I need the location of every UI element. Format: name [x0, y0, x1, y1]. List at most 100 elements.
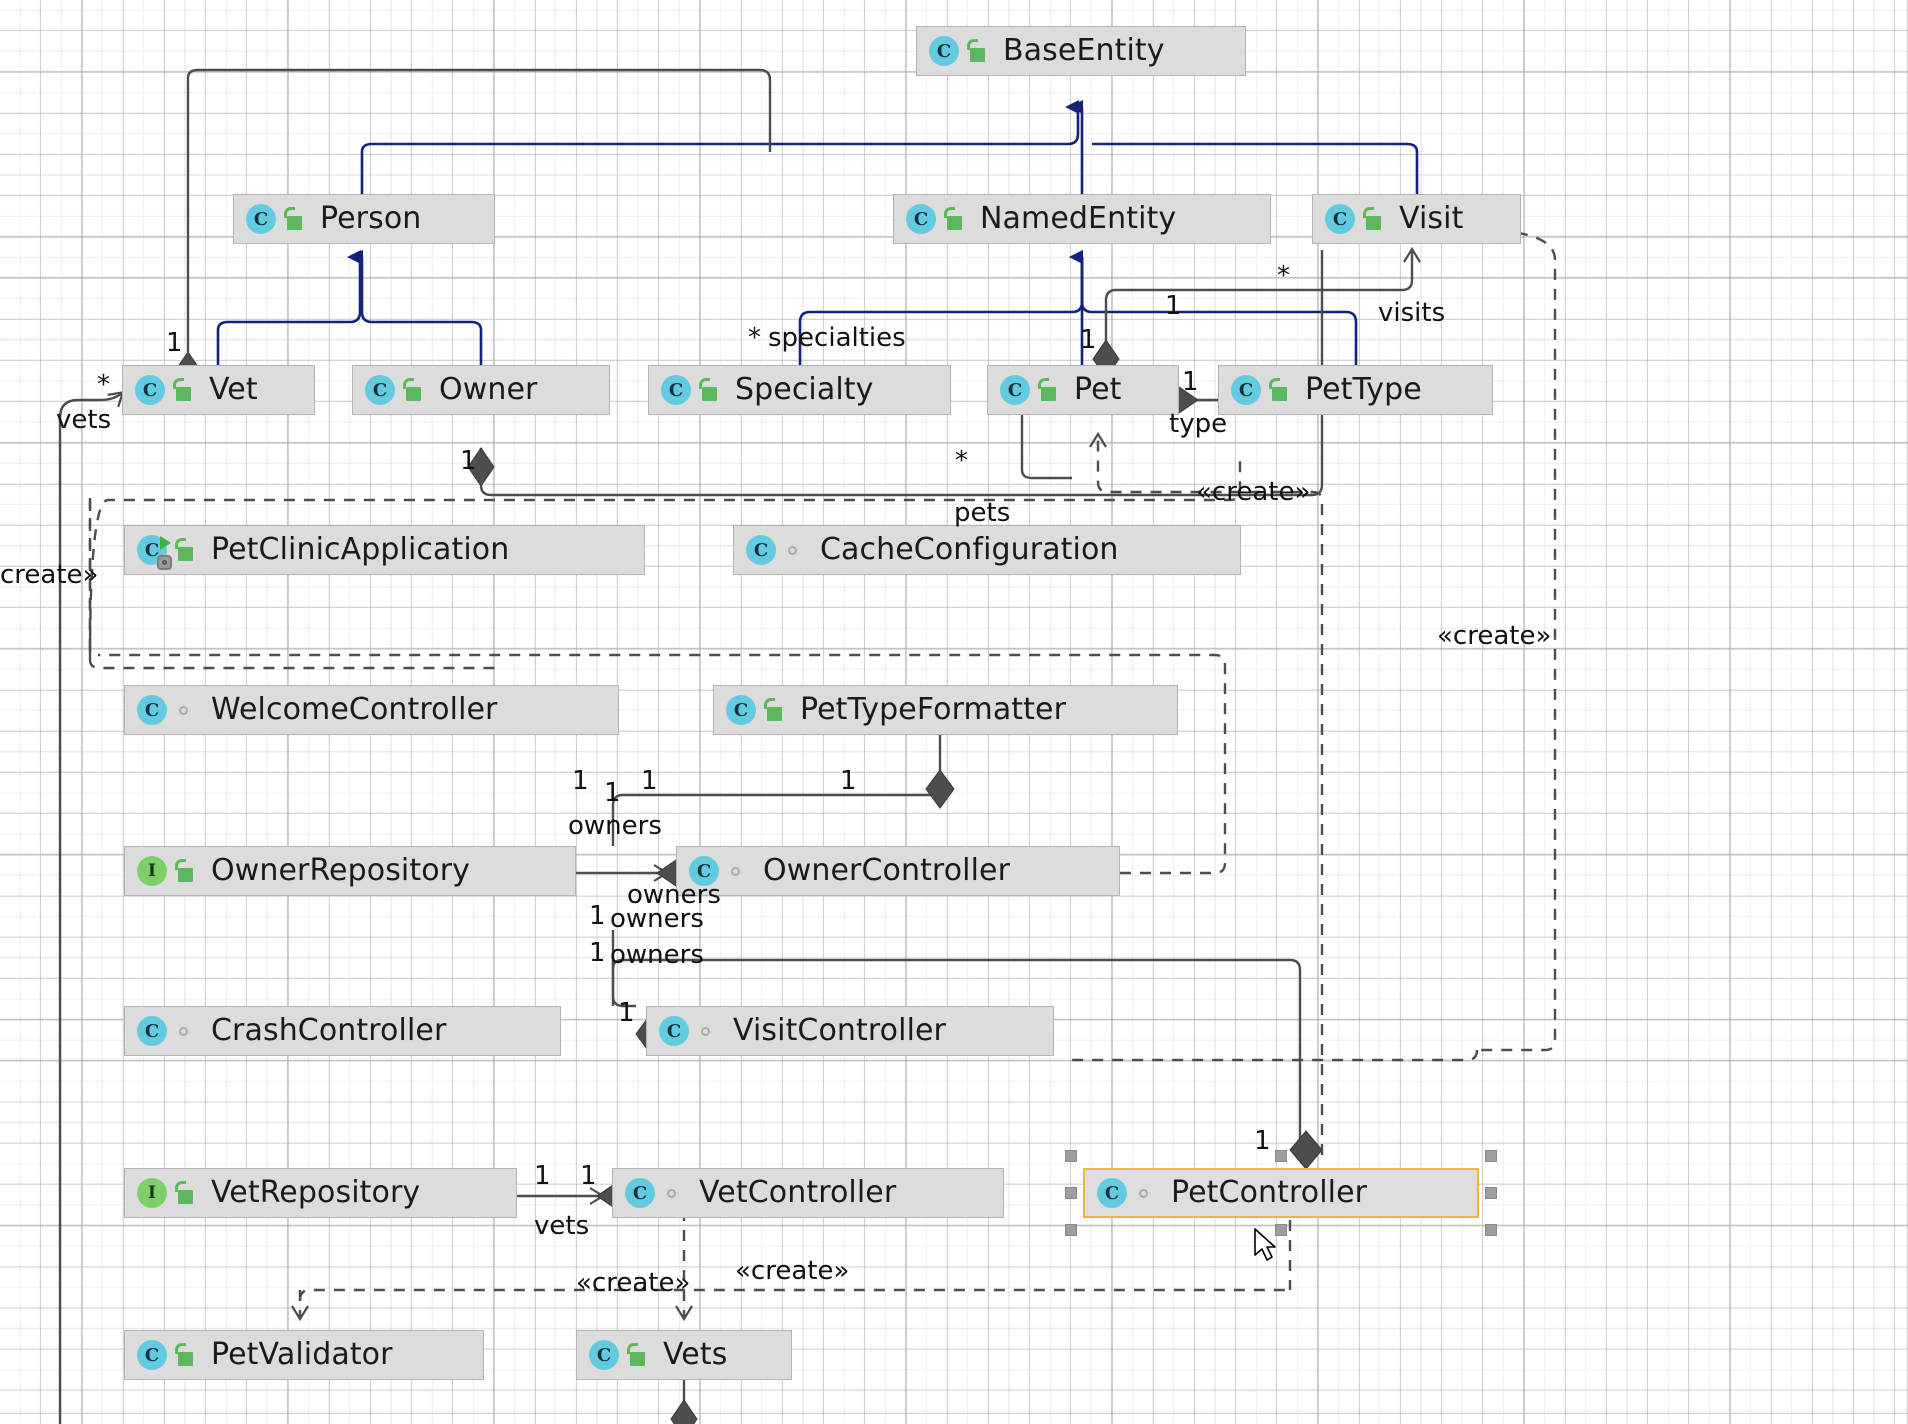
resize-handle-sw[interactable] [1065, 1224, 1077, 1236]
class-node-owner[interactable]: Owner [352, 365, 610, 415]
edge-label-visits: visits [1378, 298, 1446, 328]
package-private-icon [782, 537, 806, 563]
class-node-pet[interactable]: Pet [987, 365, 1179, 415]
public-unlocked-icon [1036, 377, 1060, 403]
class-name-label: VetRepository [211, 1175, 421, 1210]
edge-label-vetrepo-one-b: 1 [580, 1161, 597, 1191]
edge-label-vet-one: 1 [166, 328, 183, 358]
class-name-label: PetType [1305, 372, 1422, 407]
package-private-icon [1133, 1180, 1157, 1206]
class-node-baseentity[interactable]: BaseEntity [916, 26, 1246, 76]
class-node-welcomecontroller[interactable]: WelcomeController [124, 685, 619, 735]
class-node-ownerrepository[interactable]: OwnerRepository [124, 846, 576, 896]
edge-label-create-right: «create» [1437, 621, 1552, 651]
class-node-ownercontroller[interactable]: OwnerController [676, 846, 1120, 896]
edge-label-create-vetctrl: «create» [576, 1268, 691, 1298]
class-node-vetrepository[interactable]: VetRepository [124, 1168, 517, 1218]
class-icon [137, 1340, 167, 1370]
edge-label-vets-star: * [97, 370, 110, 400]
public-unlocked-icon [173, 1342, 197, 1368]
class-icon [625, 1178, 655, 1208]
public-unlocked-icon [401, 377, 425, 403]
class-name-label: PetTypeFormatter [800, 692, 1067, 727]
class-icon [137, 695, 167, 725]
class-icon [365, 375, 395, 405]
class-node-crashcontroller[interactable]: CrashController [124, 1006, 561, 1056]
edge-label-type: type [1169, 409, 1228, 439]
edge-label-pet-one-left: 1 [1080, 325, 1097, 355]
class-node-pettypeformatter[interactable]: PetTypeFormatter [713, 685, 1178, 735]
public-unlocked-icon [173, 1180, 197, 1206]
public-unlocked-icon [942, 206, 966, 232]
public-unlocked-icon [625, 1342, 649, 1368]
edge-label-specialties: specialties [768, 323, 906, 353]
resize-handle-se[interactable] [1485, 1224, 1497, 1236]
edge-label-vets-assoc: vets [534, 1211, 590, 1241]
class-name-label: VetController [699, 1175, 897, 1210]
class-name-label: Person [320, 201, 422, 236]
class-icon [1325, 204, 1355, 234]
class-node-pettype[interactable]: PetType [1218, 365, 1493, 415]
class-node-petvalidator[interactable]: PetValidator [124, 1330, 484, 1380]
edge-label-visit-star: * [1277, 261, 1290, 291]
edge-label-fmt-one-a: 1 [572, 766, 589, 796]
edge-label-owners-3: owners [610, 904, 704, 934]
package-private-icon [173, 1018, 197, 1044]
class-name-label: Specialty [735, 372, 874, 407]
class-icon [589, 1340, 619, 1370]
class-icon [929, 36, 959, 66]
edge-label-fmt-one-b: 1 [604, 778, 621, 808]
class-icon [906, 204, 936, 234]
spring-application-icon [137, 535, 172, 570]
resize-handle-nw[interactable] [1065, 1150, 1077, 1162]
package-private-icon [695, 1018, 719, 1044]
class-icon [1231, 375, 1261, 405]
class-name-label: PetValidator [211, 1337, 393, 1372]
class-node-cacheconfiguration[interactable]: CacheConfiguration [733, 525, 1241, 575]
class-name-label: CacheConfiguration [820, 532, 1119, 567]
class-name-label: Owner [439, 372, 538, 407]
resize-handle-ne[interactable] [1485, 1150, 1497, 1162]
class-name-label: PetClinicApplication [211, 532, 510, 567]
class-node-petcontroller[interactable]: PetController [1083, 1168, 1479, 1218]
edge-label-pet-one-right: 1 [1165, 291, 1182, 321]
class-node-namedentity[interactable]: NamedEntity [893, 194, 1271, 244]
class-name-label: PetController [1171, 1175, 1368, 1210]
public-unlocked-icon [171, 377, 195, 403]
class-node-vets[interactable]: Vets [576, 1330, 792, 1380]
class-node-vetcontroller[interactable]: VetController [612, 1168, 1004, 1218]
public-unlocked-icon [1361, 206, 1385, 232]
class-node-vet[interactable]: Vet [122, 365, 315, 415]
class-name-label: VisitController [733, 1013, 946, 1048]
edge-label-owners-1: owners [568, 811, 662, 841]
class-icon [135, 375, 165, 405]
class-icon [661, 375, 691, 405]
class-node-specialty[interactable]: Specialty [648, 365, 951, 415]
package-private-icon [173, 697, 197, 723]
spring-boot-badge-icon [157, 555, 172, 570]
edge-label-vetrepo-one-a: 1 [534, 1161, 551, 1191]
edge-label-specialties-star: * [748, 323, 761, 353]
resize-handle-s[interactable] [1275, 1224, 1287, 1236]
class-name-label: OwnerController [763, 853, 1011, 888]
class-node-person[interactable]: Person [233, 194, 495, 244]
package-private-icon [661, 1180, 685, 1206]
public-unlocked-icon [697, 377, 721, 403]
class-name-label: CrashController [211, 1013, 447, 1048]
class-node-petclinicapplication[interactable]: PetClinicApplication [124, 525, 645, 575]
edge-label-owners-2: owners [627, 880, 721, 910]
class-name-label: WelcomeController [211, 692, 498, 727]
edge-label-create-vets: «create» [735, 1256, 850, 1286]
resize-handle-w[interactable] [1065, 1187, 1077, 1199]
class-node-visit[interactable]: Visit [1312, 194, 1521, 244]
package-private-icon [725, 858, 749, 884]
edge-label-pets: pets [954, 498, 1011, 528]
edge-label-owners-one-2: 1 [589, 901, 606, 931]
class-node-visitcontroller[interactable]: VisitController [646, 1006, 1054, 1056]
class-icon [1000, 375, 1030, 405]
class-name-label: Pet [1074, 372, 1122, 407]
interface-icon [137, 1178, 167, 1208]
resize-handle-e[interactable] [1485, 1187, 1497, 1199]
class-icon [746, 535, 776, 565]
resize-handle-n[interactable] [1275, 1150, 1287, 1162]
